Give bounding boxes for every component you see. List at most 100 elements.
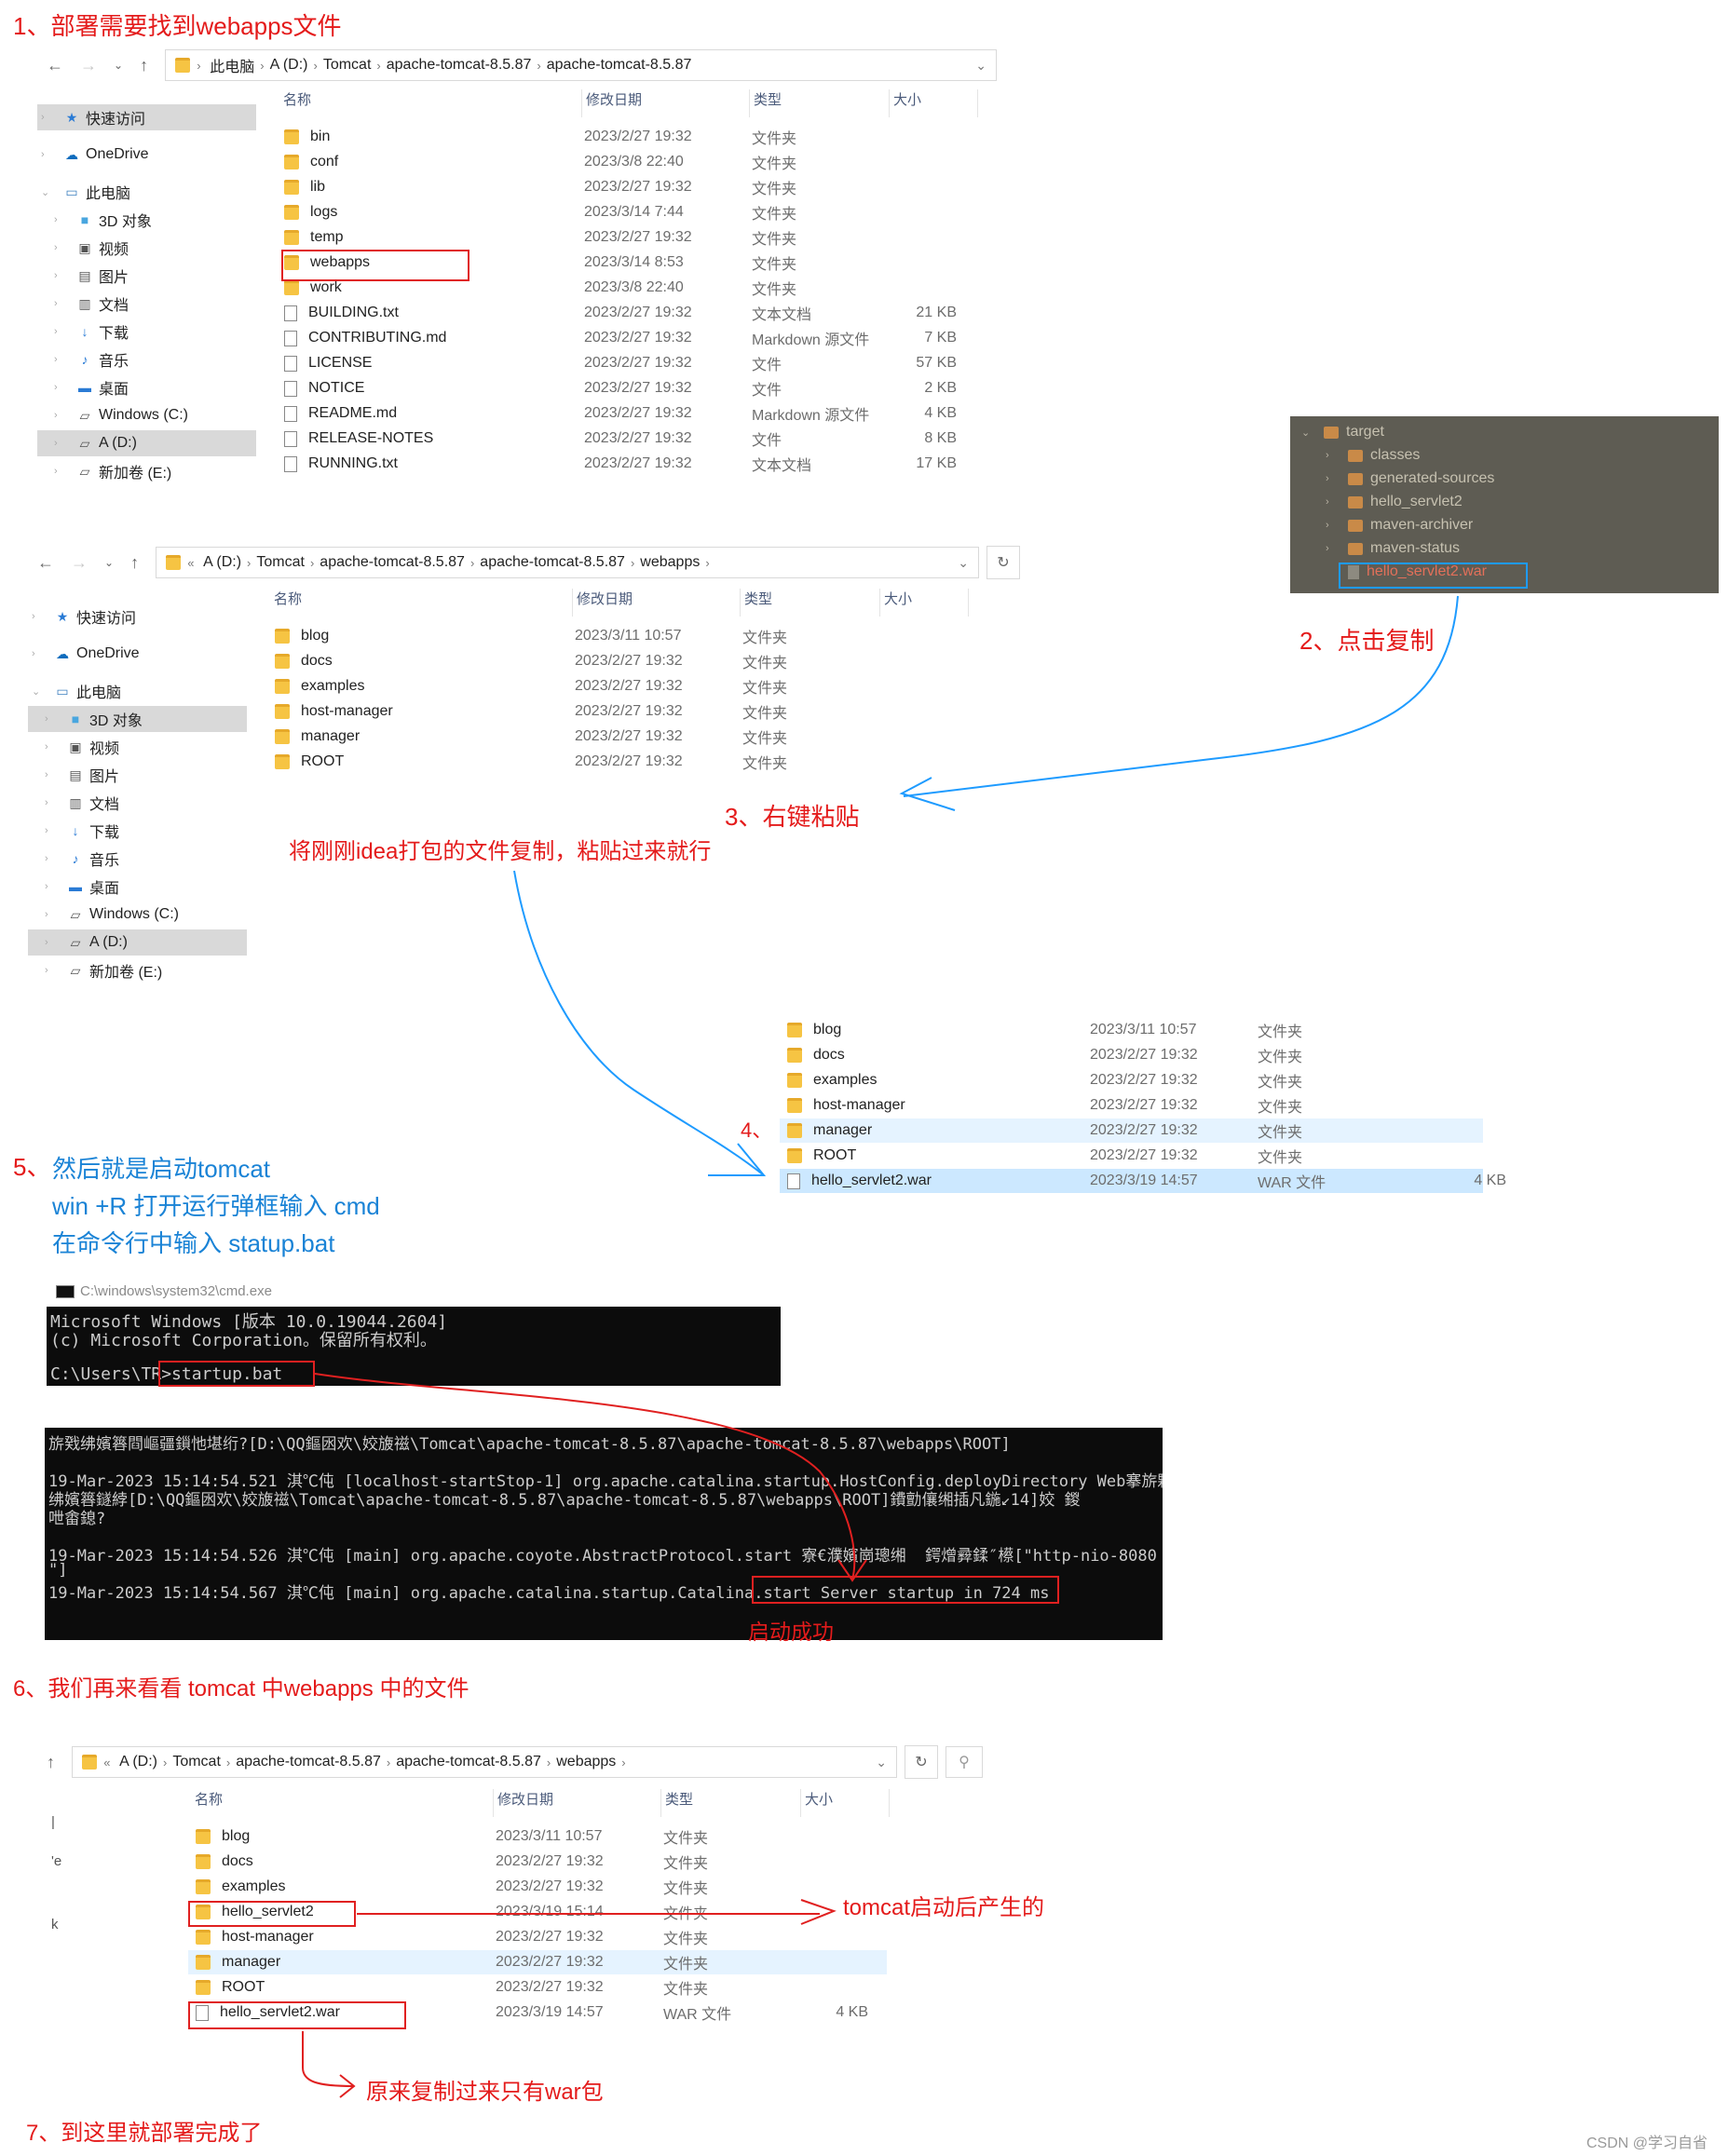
column-type[interactable]: 类型	[661, 1789, 801, 1817]
nav-item-3[interactable]: ›■3D 对象	[37, 207, 256, 233]
recent-dropdown-icon[interactable]: ⌄	[104, 556, 115, 569]
nav-item-11[interactable]: ›▱A (D:)	[37, 430, 256, 456]
refresh-icon[interactable]: ↻	[986, 546, 1020, 579]
nav-item-2[interactable]: ⌄▭此电脑	[37, 179, 256, 205]
chevron-icon[interactable]: ›	[54, 438, 58, 449]
nav-item-5[interactable]: ›▤图片	[28, 762, 247, 788]
ide-tree-node[interactable]: ›maven-status	[1326, 540, 1460, 557]
crumb[interactable]: apache-tomcat-8.5.87	[236, 1754, 381, 1770]
tree-expand-icon[interactable]: ›	[1326, 496, 1329, 508]
chevron-icon[interactable]: ›	[32, 611, 35, 622]
nav-item-3[interactable]: ›■3D 对象	[28, 706, 247, 732]
chevron-icon[interactable]: ⌄	[32, 685, 41, 698]
chevron-icon[interactable]: ›	[45, 909, 48, 920]
column-date[interactable]: 修改日期	[494, 1789, 661, 1817]
crumb[interactable]: apache-tomcat-8.5.87	[320, 554, 465, 570]
column-date[interactable]: 修改日期	[573, 589, 741, 617]
tree-expand-icon[interactable]: ›	[1326, 520, 1329, 531]
nav-item-0[interactable]: ›★快速访问	[28, 603, 247, 630]
column-name[interactable]: 名称	[279, 89, 582, 117]
nav-item-12[interactable]: ›▱新加卷 (E:)	[28, 957, 247, 983]
tree-expand-icon[interactable]: ›	[1326, 543, 1329, 554]
chevron-icon[interactable]: ›	[45, 797, 48, 808]
crumb[interactable]: webapps	[556, 1754, 617, 1770]
recent-dropdown-icon[interactable]: ⌄	[114, 59, 124, 72]
nav-item-9[interactable]: ›▬桌面	[37, 374, 256, 400]
forward-arrow-icon[interactable]: →	[71, 552, 88, 572]
chevron-icon[interactable]: ›	[45, 825, 48, 836]
column-name[interactable]: 名称	[270, 589, 573, 617]
tree-expand-icon[interactable]: ›	[1326, 450, 1329, 461]
up-arrow-icon[interactable]: ↑	[47, 1752, 55, 1771]
nav-item-8[interactable]: ›♪音乐	[28, 846, 247, 872]
chevron-icon[interactable]: ›	[45, 937, 48, 948]
nav-item-7[interactable]: ›↓下载	[37, 319, 256, 345]
nav-item-12[interactable]: ›▱新加卷 (E:)	[37, 458, 256, 484]
column-type[interactable]: 类型	[750, 89, 890, 117]
search-icon[interactable]: ⚲	[946, 1746, 983, 1778]
up-arrow-icon[interactable]: ↑	[140, 55, 149, 75]
back-arrow-icon[interactable]: ←	[47, 55, 63, 75]
ide-tree-node[interactable]: ›generated-sources	[1326, 470, 1494, 487]
forward-arrow-icon[interactable]: →	[80, 55, 97, 75]
chevron-icon[interactable]: ›	[45, 881, 48, 892]
chevron-icon[interactable]: ›	[54, 354, 58, 365]
chevron-down-icon[interactable]: ⌄	[958, 554, 969, 570]
tree-expand-icon[interactable]: ›	[1326, 473, 1329, 484]
nav-item-10[interactable]: ›▱Windows (C:)	[37, 402, 256, 428]
nav-item-1[interactable]: ›☁OneDrive	[37, 142, 256, 168]
crumb[interactable]: Tomcat	[172, 1754, 221, 1770]
chevron-icon[interactable]: ›	[32, 648, 35, 659]
refresh-icon[interactable]: ↻	[905, 1745, 938, 1779]
chevron-icon[interactable]: ›	[54, 382, 58, 393]
breadcrumb[interactable]: « A (D:)› Tomcat› apache-tomcat-8.5.87› …	[156, 547, 979, 578]
chevron-icon[interactable]: ›	[45, 741, 48, 753]
nav-item-6[interactable]: ›▥文档	[37, 291, 256, 317]
chevron-icon[interactable]: ›	[54, 466, 58, 477]
chevron-icon[interactable]: ›	[54, 298, 58, 309]
crumb[interactable]: webapps	[640, 554, 701, 570]
chevron-icon[interactable]: ›	[41, 149, 45, 160]
cmd-window-tomcat-log[interactable]: 旂戣绋嬪簭閰嶇疆鎻忚堪绗?[D:\QQ鏂囦欢\姣旇禌\Tomcat\apache…	[45, 1428, 1163, 1640]
chevron-icon[interactable]: ›	[54, 214, 58, 225]
crumb[interactable]: Tomcat	[256, 554, 305, 570]
chevron-icon[interactable]: ›	[45, 965, 48, 976]
chevron-down-icon[interactable]: ⌄	[975, 57, 986, 73]
crumb[interactable]: apache-tomcat-8.5.87	[386, 57, 532, 73]
chevron-icon[interactable]: ›	[54, 270, 58, 281]
column-name[interactable]: 名称	[191, 1789, 494, 1817]
chevron-down-icon[interactable]: ⌄	[876, 1754, 887, 1770]
nav-item-8[interactable]: ›♪音乐	[37, 346, 256, 373]
ide-tree-node[interactable]: ›maven-archiver	[1326, 517, 1473, 534]
crumb[interactable]: A (D:)	[119, 1754, 157, 1770]
breadcrumb[interactable]: › 此电脑› A (D:)› Tomcat› apache-tomcat-8.5…	[165, 49, 997, 81]
chevron-icon[interactable]: ›	[54, 326, 58, 337]
crumb[interactable]: 此电脑	[210, 60, 255, 75]
nav-item-11[interactable]: ›▱A (D:)	[28, 929, 247, 956]
chevron-icon[interactable]: ›	[45, 853, 48, 864]
